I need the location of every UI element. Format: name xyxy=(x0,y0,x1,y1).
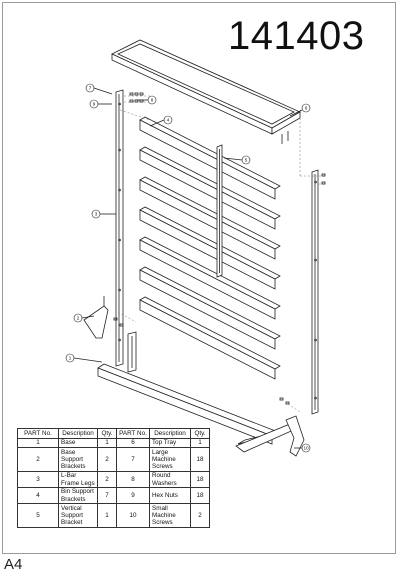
table-row: 5 Vertical Support Bracket 1 10 Small Ma… xyxy=(17,503,210,528)
part-description: Large Machine Screws xyxy=(149,447,191,472)
part-no: 6 xyxy=(116,438,150,448)
part-qty: 18 xyxy=(190,471,210,488)
callout-2: 2 xyxy=(73,313,83,323)
part-qty: 2 xyxy=(97,471,117,488)
part-qty: 18 xyxy=(190,487,210,504)
header-part-no-1: PART No. xyxy=(17,428,59,439)
left-base-post xyxy=(127,331,137,373)
part-qty: 18 xyxy=(190,447,210,472)
callout-9-label: 9 xyxy=(93,102,96,107)
part-description: Top Tray xyxy=(149,438,191,448)
table-row: 3 L-Bar Frame Legs 2 8 Round Washers 18 xyxy=(17,471,210,488)
header-description-2: Description xyxy=(149,428,191,439)
base xyxy=(97,363,299,453)
vertical-support-bracket xyxy=(216,144,223,278)
model-number: 141403 xyxy=(228,14,365,58)
part-qty: 2 xyxy=(190,503,210,528)
part-description: Bin Support Brackets xyxy=(58,487,98,504)
base-support-bracket-right xyxy=(285,415,305,457)
part-description: Small Machine Screws xyxy=(149,503,191,528)
part-no: 3 xyxy=(17,471,59,488)
callout-10-label: 10 xyxy=(303,446,309,451)
callout-9: 9 xyxy=(89,99,99,109)
part-description: Base Support Brackets xyxy=(58,447,98,472)
table-row: 4 Bin Support Brackets 7 9 Hex Nuts 18 xyxy=(17,487,210,504)
part-no: 7 xyxy=(116,447,150,472)
callout-7-label: 7 xyxy=(89,86,92,91)
callout-5: 5 xyxy=(241,155,251,165)
header-qty-2: Qty. xyxy=(190,428,210,439)
base-support-bracket-left xyxy=(83,296,109,339)
part-no: 4 xyxy=(17,487,59,504)
part-description: L-Bar Frame Legs xyxy=(58,471,98,488)
callout-1: 1 xyxy=(65,353,75,363)
part-no: 1 xyxy=(17,438,59,448)
callout-6: 6 xyxy=(301,103,311,113)
header-description-1: Description xyxy=(58,428,98,439)
callout-8-label: 8 xyxy=(151,98,154,103)
callout-1-label: 1 xyxy=(69,356,72,361)
part-qty: 2 xyxy=(97,447,117,472)
callout-10: 10 xyxy=(301,443,311,453)
callout-4: 4 xyxy=(163,115,173,125)
right-frame-leg xyxy=(311,169,319,415)
part-no: 2 xyxy=(17,447,59,472)
part-description: Vertical Support Bracket xyxy=(58,503,98,528)
callout-leaders xyxy=(73,87,303,449)
bin-support-brackets xyxy=(139,116,281,380)
part-qty: 1 xyxy=(190,438,210,448)
callout-7: 7 xyxy=(85,83,95,93)
part-no: 5 xyxy=(17,503,59,528)
callout-3: 3 xyxy=(91,209,101,219)
header-part-no-2: PART No. xyxy=(116,428,150,439)
part-description: Base xyxy=(58,438,98,448)
part-qty: 1 xyxy=(97,503,117,528)
callout-3-label: 3 xyxy=(95,212,98,217)
callout-4-label: 4 xyxy=(167,118,170,123)
part-description: Hex Nuts xyxy=(149,487,191,504)
part-no: 9 xyxy=(116,487,150,504)
header-qty-1: Qty. xyxy=(97,428,117,439)
part-no: 8 xyxy=(116,471,150,488)
part-qty: 7 xyxy=(97,487,117,504)
table-row: 2 Base Support Brackets 2 7 Large Machin… xyxy=(17,447,210,472)
callout-5-label: 5 xyxy=(245,158,248,163)
callout-2-label: 2 xyxy=(77,316,80,321)
table-row: 1 Base 1 6 Top Tray 1 xyxy=(17,438,210,448)
parts-list-table: PART No. Description Qty. PART No. Descr… xyxy=(17,428,210,528)
part-description: Round Washers xyxy=(149,471,191,488)
parts-table-header: PART No. Description Qty. PART No. Descr… xyxy=(17,428,210,439)
page-label: A4 xyxy=(4,556,23,573)
part-qty: 1 xyxy=(97,438,117,448)
callout-6-label: 6 xyxy=(305,106,308,111)
part-no: 10 xyxy=(116,503,150,528)
callout-8: 8 xyxy=(147,95,157,105)
top-tray xyxy=(111,39,301,144)
left-frame-leg xyxy=(115,89,124,367)
